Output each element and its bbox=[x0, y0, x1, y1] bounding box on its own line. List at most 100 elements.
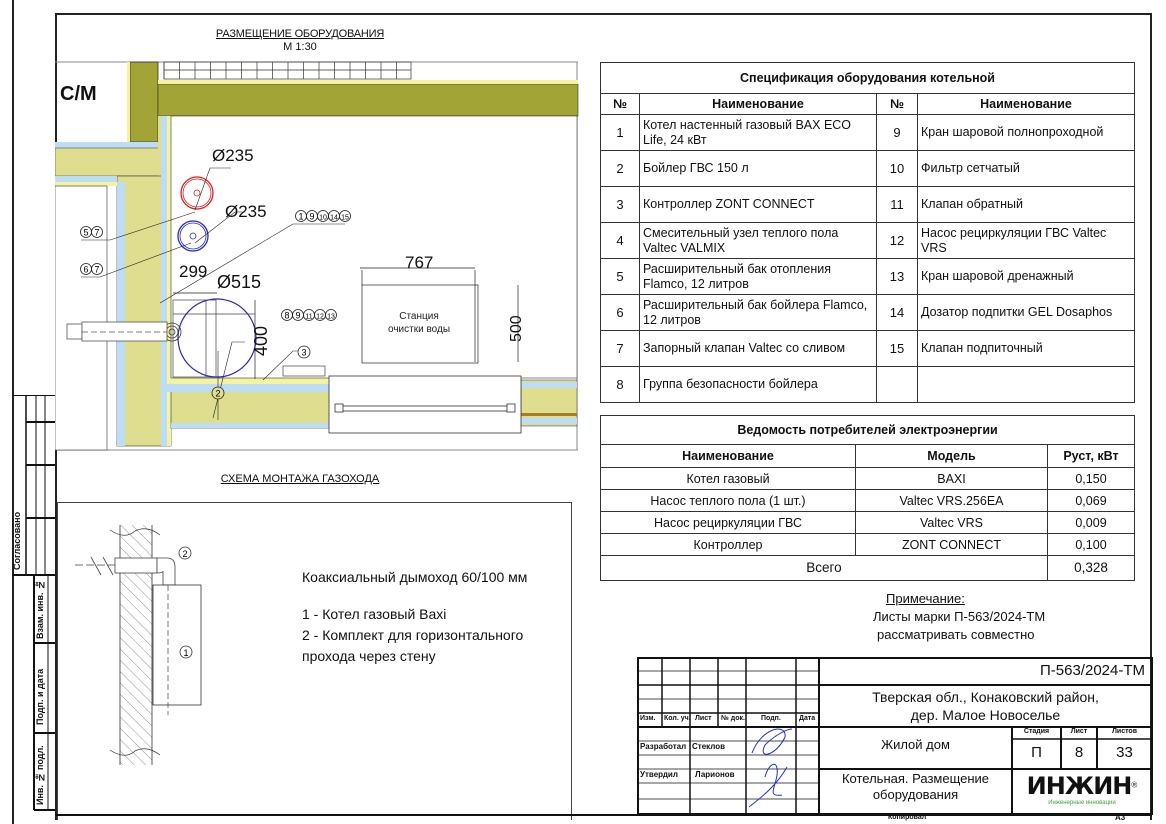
callout-5-7-bubble bbox=[91, 226, 103, 238]
power-col-model: Модель bbox=[855, 444, 1048, 468]
note-line-1: Листы марки П-563/2024-ТМ bbox=[873, 609, 1046, 624]
door-opening bbox=[328, 375, 522, 434]
side-stamp-grid bbox=[12, 395, 55, 811]
power-model: ZONT CONNECT bbox=[855, 533, 1048, 556]
note-line-2: рассматривать совместно bbox=[877, 627, 1035, 642]
flue-callout-2 bbox=[178, 546, 192, 560]
floor-plan: С/М bbox=[55, 61, 579, 451]
plan-scale: М 1:30 bbox=[283, 41, 317, 53]
side-stamp-agreed: Согласовано bbox=[12, 511, 22, 570]
tb-col-sign: Подп. bbox=[761, 715, 781, 722]
spec-num-2: 11 bbox=[876, 186, 918, 223]
insulation-left bbox=[55, 176, 117, 186]
spec-num-1: 5 bbox=[600, 258, 640, 295]
power-name: Котел газовый bbox=[600, 467, 856, 490]
signature bbox=[748, 728, 793, 808]
dim-299: 299 bbox=[179, 262, 207, 281]
logo-subtitle: Инженерные инновации bbox=[1048, 800, 1116, 806]
spec-col-num-2: № bbox=[876, 93, 918, 115]
spec-name-1: Расширительный бак бойлера Flamco, 12 ли… bbox=[639, 294, 877, 331]
expansion-tank-boiler bbox=[177, 220, 209, 252]
insulation-left-top bbox=[55, 142, 158, 148]
spec-num-1: 3 bbox=[600, 186, 640, 223]
tb-sheets: 33 bbox=[1116, 744, 1133, 761]
flue-item-2b: прохода через стену bbox=[302, 648, 436, 664]
wall-dark-vertical bbox=[129, 61, 159, 143]
callout-top-text: 9 bbox=[309, 212, 314, 222]
spec-name-2: Фильтр сетчатый bbox=[917, 150, 1135, 187]
power-total-label: Всего bbox=[600, 555, 1048, 581]
spec-name-2: Клапан обратный bbox=[917, 186, 1135, 223]
callout-mid-text: 9 bbox=[295, 311, 300, 321]
spec-num-1: 7 bbox=[600, 330, 640, 367]
logo-reg: ® bbox=[1131, 780, 1138, 790]
callout-6-7-bubble bbox=[91, 263, 103, 275]
tb-stage-label: Стадия bbox=[1023, 728, 1050, 735]
flue-legend: Коаксиальный дымоход 60/100 мм 1 - Котел… bbox=[302, 567, 527, 667]
dim-767: 767 bbox=[405, 253, 433, 272]
wall-stripe bbox=[521, 413, 577, 416]
tile-grid bbox=[163, 61, 412, 80]
flue-diagram-box bbox=[57, 502, 572, 820]
tb-address-1: Тверская обл., Конаковский район, bbox=[872, 689, 1099, 705]
spec-num-2: 12 bbox=[876, 222, 918, 259]
dim-d515: Ø515 bbox=[217, 272, 261, 292]
insulation-bottom-right-2 bbox=[521, 418, 577, 424]
power-name: Контроллер bbox=[600, 533, 856, 556]
spec-num-1: 2 bbox=[600, 150, 640, 187]
flue-title: СХЕМА МОНТАЖА ГАЗОХОДА bbox=[220, 473, 380, 485]
finish-left bbox=[55, 182, 117, 186]
insulation-inner-vertical bbox=[161, 116, 167, 446]
tb-object: Жилой дом bbox=[881, 737, 950, 752]
tb-col-doc: № док. bbox=[721, 715, 745, 722]
flue-callout-1-text: 1 bbox=[183, 648, 188, 658]
spec-title: Спецификация оборудования котельной bbox=[600, 62, 1135, 94]
power-value: 0,150 bbox=[1047, 467, 1135, 490]
tb-sheet-title: Котельная. Размещение оборудования bbox=[819, 771, 1012, 803]
power-model: Valtec VRS.256EA bbox=[855, 489, 1048, 512]
callout-mid-text: 8 bbox=[284, 311, 289, 321]
spec-name-1: Запорный клапан Valtec со сливом bbox=[639, 330, 877, 367]
callout-top-text: 1 bbox=[298, 212, 303, 222]
power-model: BAXI bbox=[855, 467, 1048, 490]
spec-name-2: Кран шаровой дренажный bbox=[917, 258, 1135, 295]
spec-num-2: 14 bbox=[876, 294, 918, 331]
tile-grid-lines bbox=[163, 62, 397, 79]
tb-doc-code: П-563/2024-ТМ bbox=[1040, 662, 1145, 679]
flue-item-1: 1 - Котел газовый Baxi bbox=[302, 606, 447, 622]
spec-num-1: 4 bbox=[600, 222, 640, 259]
power-total-value: 0,328 bbox=[1047, 555, 1135, 581]
side-stamp-inv-orig: Инв. № подл. bbox=[35, 745, 45, 805]
callout-mid-text: 12 bbox=[316, 314, 324, 321]
tb-copied: Копировал bbox=[888, 814, 927, 821]
wall-finish-top bbox=[158, 80, 578, 84]
sheet-left-edge bbox=[12, 0, 14, 824]
equipment-spec-table: Спецификация оборудования котельной № На… bbox=[600, 62, 1135, 403]
tb-sheet-title-2: оборудования bbox=[872, 787, 959, 802]
callout-6-7-text: 7 bbox=[94, 265, 99, 275]
dimension-lines bbox=[173, 267, 519, 379]
flue-item-2a: 2 - Комплект для горизонтального bbox=[302, 627, 524, 643]
callout-top-text: 15 bbox=[341, 215, 349, 222]
callout-mid-text: 13 bbox=[327, 314, 335, 321]
spec-name-1: Группа безопасности бойлера bbox=[639, 366, 877, 403]
tb-col-sheet: Лист bbox=[695, 715, 712, 722]
station-label-2: очистки воды bbox=[388, 324, 450, 335]
callout-5-7-text: 7 bbox=[94, 228, 99, 238]
callout-mid-bubble bbox=[325, 309, 337, 321]
flue-callout-1 bbox=[179, 645, 193, 659]
insulation-bottom-right bbox=[521, 382, 577, 388]
bottom-frame-line bbox=[55, 814, 1152, 816]
callout-top-text: 10 bbox=[319, 215, 327, 222]
insulation-left-vertical bbox=[117, 182, 125, 446]
spec-num-2 bbox=[876, 366, 918, 403]
dim-d235-blue: Ø235 bbox=[225, 202, 267, 221]
note-title: Примечание: bbox=[886, 591, 965, 606]
power-col-name: Наименование bbox=[600, 444, 856, 468]
